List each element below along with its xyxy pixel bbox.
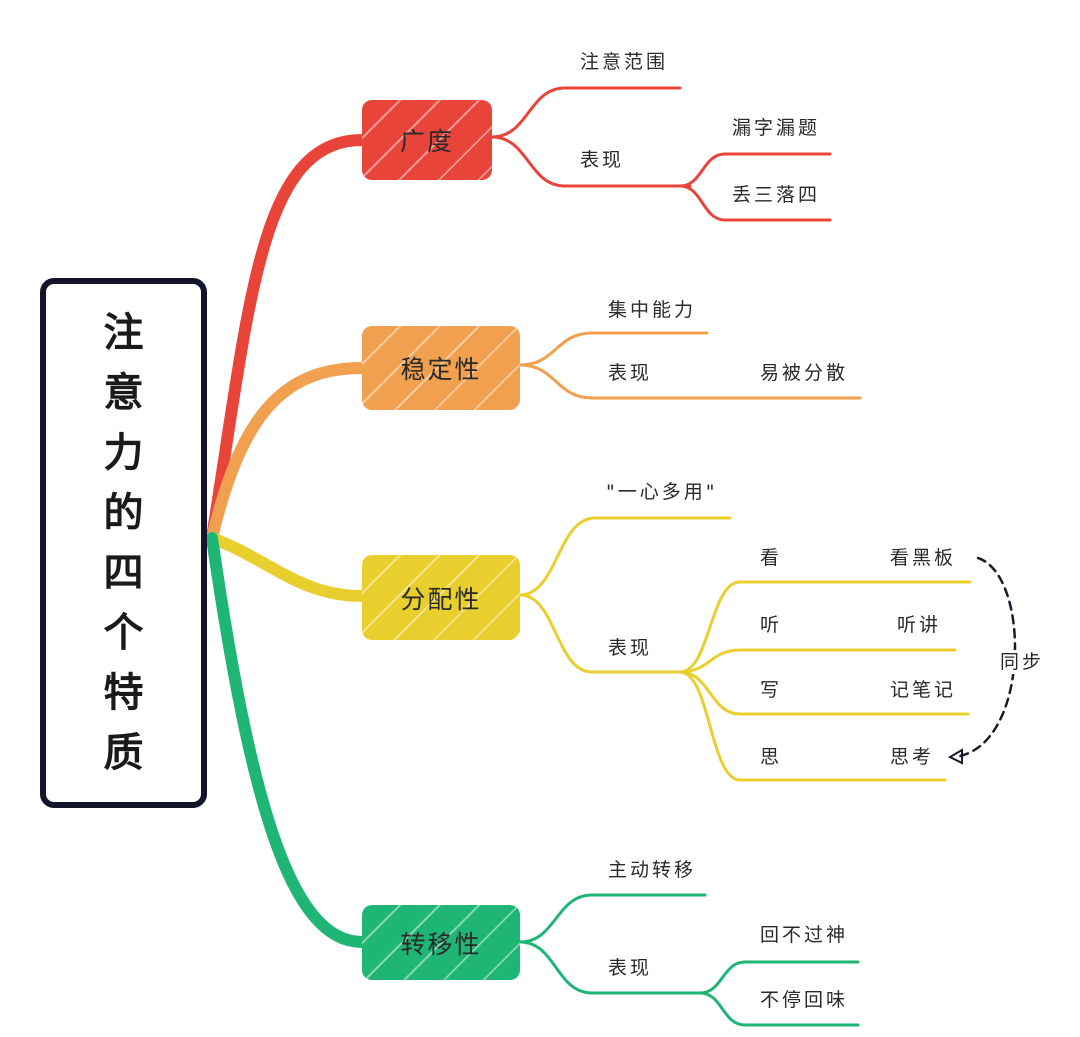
trunk-transfer xyxy=(206,532,368,948)
branch-line xyxy=(518,593,682,674)
branch-line xyxy=(678,184,832,222)
branch-line xyxy=(518,893,707,944)
branch-line xyxy=(678,670,970,716)
branch-line xyxy=(698,991,860,1027)
branch-line xyxy=(518,363,862,400)
root-char: 四 xyxy=(103,550,144,596)
branch-line xyxy=(490,86,682,139)
stability-manifest: 表现 xyxy=(608,362,653,384)
node-label: 广度 xyxy=(399,127,454,156)
row-detail: 听讲 xyxy=(897,614,942,636)
node-transfer: 转移性 xyxy=(362,905,520,980)
distribution-multi: "一心多用" xyxy=(606,481,718,503)
branch-line xyxy=(678,580,972,674)
branch-line xyxy=(678,648,957,674)
node-label: 稳定性 xyxy=(400,355,482,384)
root-char: 力 xyxy=(103,430,144,476)
node-label: 转移性 xyxy=(400,929,482,959)
branch-line xyxy=(518,331,709,367)
breadth-item: 丢三落四 xyxy=(732,184,821,206)
row-detail: 看黑板 xyxy=(890,547,957,569)
row-detail: 记笔记 xyxy=(890,679,957,701)
row-action: 思 xyxy=(760,746,783,768)
root-char: 质 xyxy=(103,730,144,776)
row-action: 写 xyxy=(760,679,783,701)
branch-line xyxy=(518,516,732,597)
stability-item: 易被分散 xyxy=(760,362,849,384)
transfer-item: 不停回味 xyxy=(760,989,849,1011)
trunk-distribution xyxy=(206,532,368,602)
node-distribution: 分配性 xyxy=(362,555,520,640)
branch-line xyxy=(698,960,860,995)
root-char: 特 xyxy=(103,670,144,716)
stability-focus: 集中能力 xyxy=(608,299,697,321)
root-char: 意 xyxy=(103,370,144,416)
breadth-item: 漏字漏题 xyxy=(732,117,821,139)
breadth-manifest: 表现 xyxy=(580,149,625,171)
node-stability: 稳定性 xyxy=(362,326,520,410)
node-breadth: 广度 xyxy=(362,100,492,180)
transfer-manifest: 表现 xyxy=(608,957,653,979)
branch-line xyxy=(678,670,947,782)
sync-arrowhead xyxy=(947,748,963,765)
root-char: 的 xyxy=(103,490,144,536)
transfer-active: 主动转移 xyxy=(608,859,697,881)
breadth-range: 注意范围 xyxy=(580,51,669,73)
sync-label: 同步 xyxy=(1000,650,1045,674)
root-topic: 注 意 力 的 四 个 特 质 xyxy=(40,278,207,808)
branch-line xyxy=(518,940,702,995)
transfer-item: 回不过神 xyxy=(760,924,849,946)
row-action: 看 xyxy=(760,547,783,569)
node-label: 分配性 xyxy=(400,584,482,614)
distribution-manifest: 表现 xyxy=(608,637,653,659)
trunk-breadth xyxy=(206,134,368,544)
root-char: 个 xyxy=(103,610,144,656)
row-action: 听 xyxy=(760,614,783,636)
trunk-stability xyxy=(206,362,368,544)
branch-line xyxy=(490,135,692,188)
branch-line xyxy=(678,152,832,188)
row-detail: 思考 xyxy=(890,746,935,768)
root-char: 注 xyxy=(103,310,144,356)
